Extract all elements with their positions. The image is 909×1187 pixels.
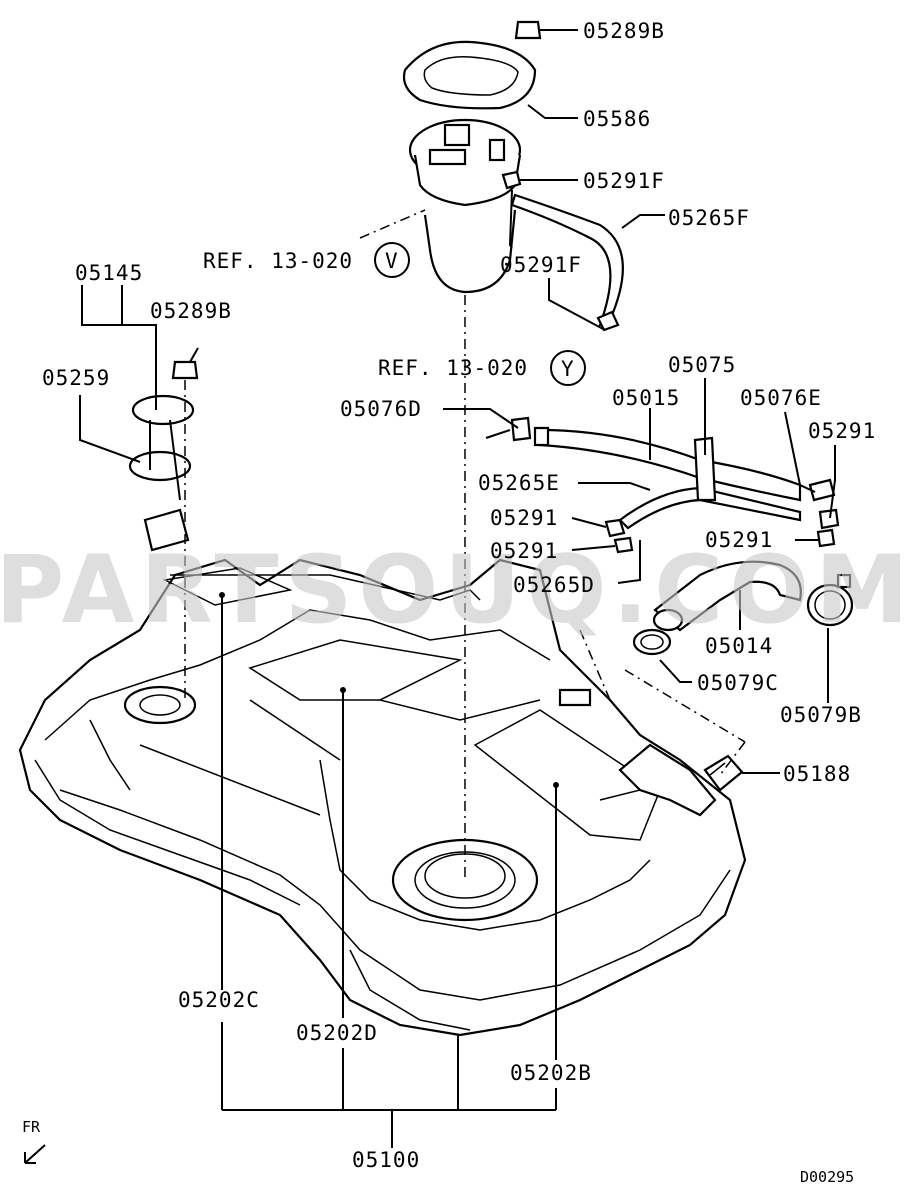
watermark: PARTSOUQ.COM xyxy=(0,536,909,645)
label-05259[interactable]: 05259 xyxy=(42,366,110,390)
label-05291-a[interactable]: 05291 xyxy=(808,419,876,443)
label-05079B[interactable]: 05079B xyxy=(780,703,862,727)
fuel-sender-unit[interactable] xyxy=(128,360,199,552)
label-05265F[interactable]: 05265F xyxy=(668,206,750,230)
front-label: FR xyxy=(22,1118,41,1136)
nut-05289B-top[interactable] xyxy=(514,20,542,40)
label-05291F-a[interactable]: 05291F xyxy=(583,169,665,193)
label-05014[interactable]: 05014 xyxy=(705,634,773,658)
label-ref-v[interactable]: REF. 13-020 xyxy=(203,249,353,273)
hose-05265F[interactable] xyxy=(501,170,624,332)
label-05079C[interactable]: 05079C xyxy=(697,671,779,695)
circle-v-letter: V xyxy=(385,249,399,273)
filler-hose-05015[interactable] xyxy=(510,416,840,554)
fuel-pump-module[interactable] xyxy=(408,118,522,294)
fuel-tank-05100[interactable] xyxy=(18,558,747,1037)
label-05265E[interactable]: 05265E xyxy=(478,471,560,495)
label-05202B[interactable]: 05202B xyxy=(510,1061,592,1085)
label-05291-b[interactable]: 05291 xyxy=(490,506,558,530)
label-05586[interactable]: 05586 xyxy=(583,107,651,131)
label-ref-y[interactable]: REF. 13-020 xyxy=(378,356,528,380)
label-05100[interactable]: 05100 xyxy=(352,1148,420,1172)
front-direction-indicator: FR xyxy=(22,1118,46,1164)
label-05202D[interactable]: 05202D xyxy=(296,1021,378,1045)
ref-circle-y xyxy=(550,350,586,386)
leader-lines xyxy=(79,29,836,1148)
label-05202C[interactable]: 05202C xyxy=(178,988,260,1012)
label-05291-d[interactable]: 05291 xyxy=(705,528,773,552)
ref-circle-v xyxy=(374,242,410,278)
label-05289B-top[interactable]: 05289B xyxy=(583,19,665,43)
diagram-code: D00295 xyxy=(800,1168,854,1186)
circle-y-letter: Y xyxy=(561,357,575,381)
front-arrow-icon xyxy=(24,1144,46,1164)
label-05076E[interactable]: 05076E xyxy=(740,386,822,410)
clamp-05079C[interactable] xyxy=(632,628,672,656)
label-05291-c[interactable]: 05291 xyxy=(490,539,558,563)
label-05289B-left[interactable]: 05289B xyxy=(150,299,232,323)
gasket-plate-05586[interactable] xyxy=(402,40,537,110)
clamp-05079B[interactable] xyxy=(806,573,854,627)
label-05015[interactable]: 05015 xyxy=(612,386,680,410)
label-05145[interactable]: 05145 xyxy=(75,261,143,285)
label-05188[interactable]: 05188 xyxy=(783,762,851,786)
filler-neck-hose-05014[interactable] xyxy=(652,560,802,632)
label-05291F-b[interactable]: 05291F xyxy=(500,253,582,277)
label-05076D[interactable]: 05076D xyxy=(340,397,422,421)
label-05265D[interactable]: 05265D xyxy=(513,573,595,597)
label-05075[interactable]: 05075 xyxy=(668,353,736,377)
